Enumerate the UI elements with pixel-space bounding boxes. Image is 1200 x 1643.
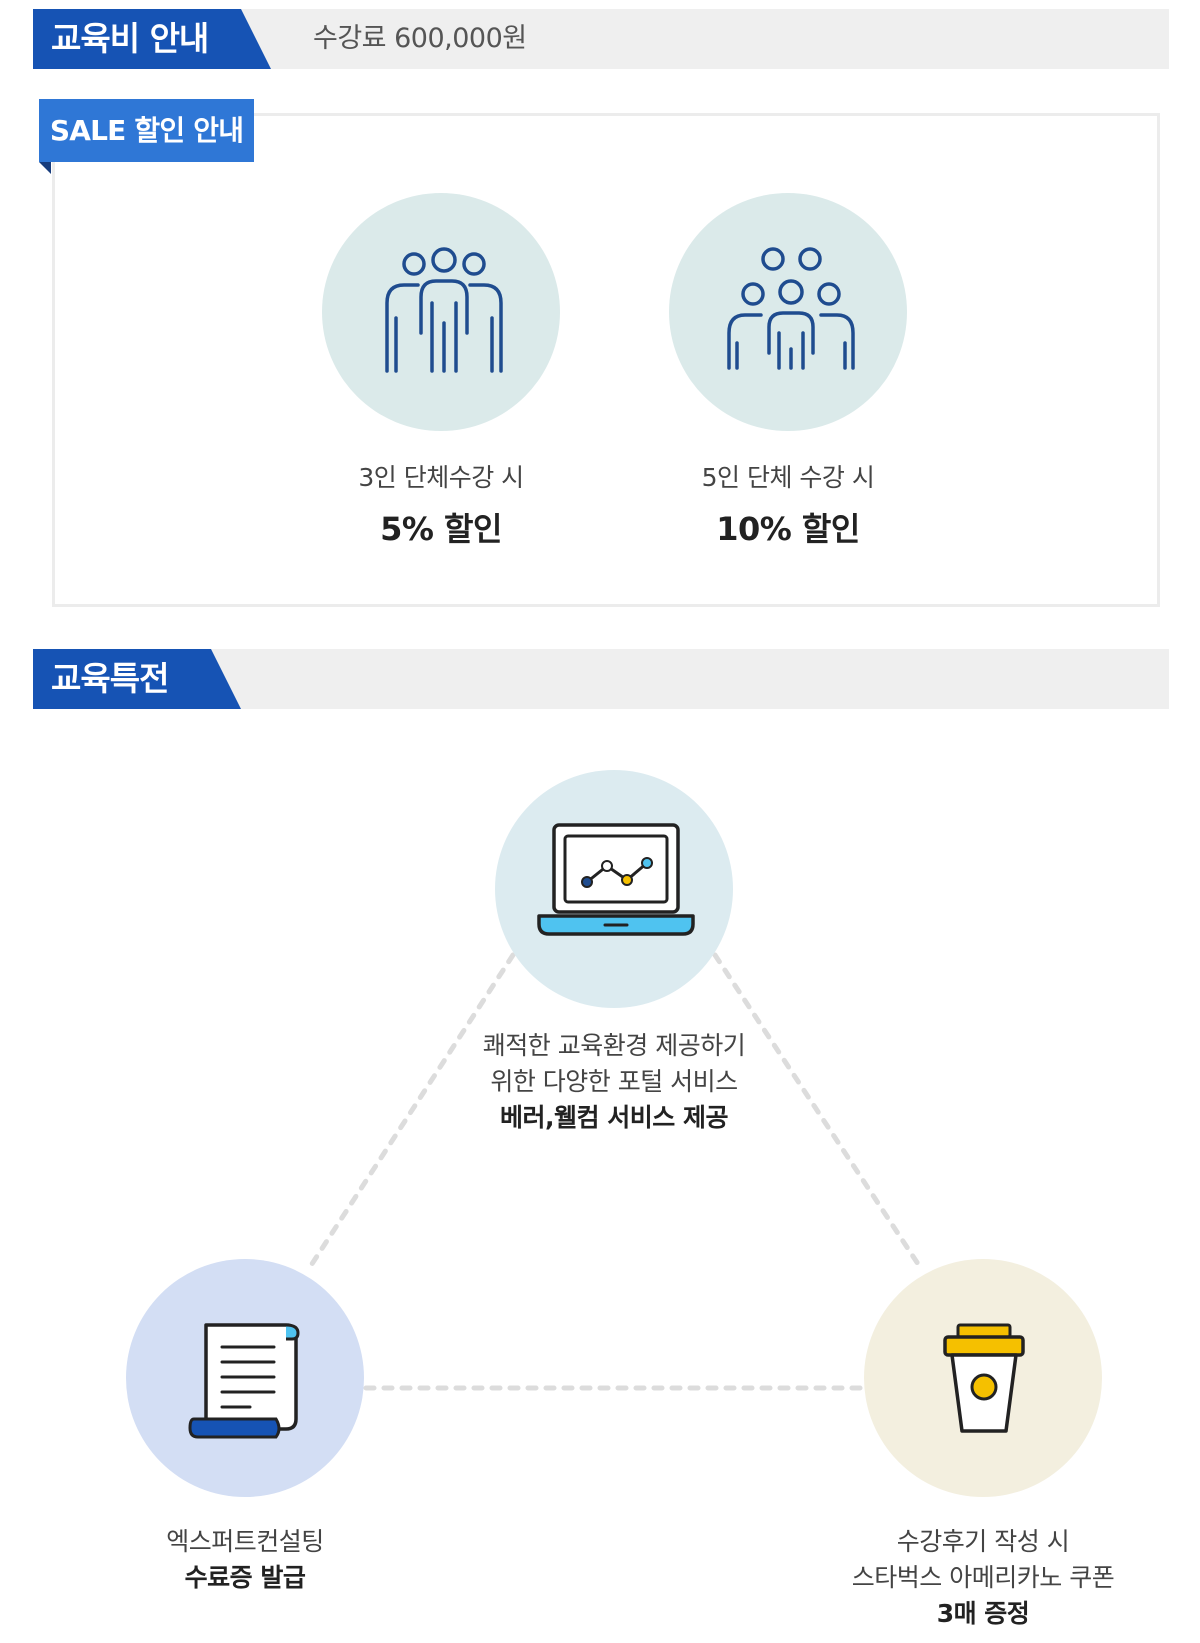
benefit-header-bar: 교육특전 xyxy=(33,649,1169,709)
fee-header-bar: 교육비 안내 수강료 600,000원 xyxy=(33,9,1169,69)
laptop-chart-icon xyxy=(537,823,695,936)
sale-tag-fold xyxy=(39,162,51,174)
coffee-cup-icon xyxy=(943,1323,1025,1433)
benefit-left-text: 엑스퍼트컨설팅 수료증 발급 xyxy=(35,1524,455,1596)
sale-tag: SALE 할인 안내 xyxy=(39,99,254,162)
coffee-circle xyxy=(864,1259,1102,1497)
five-people-circle xyxy=(669,193,907,431)
three-people-icon xyxy=(385,247,503,373)
fee-section-title: 교육비 안내 xyxy=(33,9,271,69)
benefit-left-bold: 수료증 발급 xyxy=(184,1563,306,1592)
benefit-top-line2: 위한 다양한 포털 서비스 xyxy=(490,1067,738,1096)
benefit-top-text: 쾌적한 교육환경 제공하기 위한 다양한 포털 서비스 베러,웰컴 서비스 제공 xyxy=(404,1028,824,1136)
benefit-top-bold: 베러,웰컴 서비스 제공 xyxy=(500,1103,728,1132)
sale-box xyxy=(52,113,1160,607)
benefit-top-line1: 쾌적한 교육환경 제공하기 xyxy=(482,1031,746,1060)
fee-amount: 수강료 600,000원 xyxy=(313,23,527,54)
benefit-right-line2: 스타벅스 아메리카노 쿠폰 xyxy=(851,1563,1115,1592)
sale-condition-5: 5인 단체 수강 시 xyxy=(701,463,875,492)
sale-item-3: 3인 단체수강 시 5% 할인 xyxy=(261,458,621,550)
certificate-scroll-icon xyxy=(188,1323,300,1439)
laptop-circle xyxy=(495,770,733,1008)
sale-discount-5: 10% 할인 xyxy=(716,510,860,548)
sale-discount-3: 5% 할인 xyxy=(380,510,502,548)
sale-condition-3: 3인 단체수강 시 xyxy=(358,463,524,492)
benefit-left-line1: 엑스퍼트컨설팅 xyxy=(166,1527,324,1556)
sale-item-5: 5인 단체 수강 시 10% 할인 xyxy=(608,458,968,550)
five-people-icon xyxy=(727,247,855,370)
certificate-circle xyxy=(126,1259,364,1497)
benefit-right-text: 수강후기 작성 시 스타벅스 아메리카노 쿠폰 3매 증정 xyxy=(773,1524,1193,1632)
benefit-right-bold: 3매 증정 xyxy=(936,1599,1030,1628)
three-people-circle xyxy=(322,193,560,431)
benefit-right-line1: 수강후기 작성 시 xyxy=(896,1527,1070,1556)
benefit-section-title: 교육특전 xyxy=(33,649,241,709)
